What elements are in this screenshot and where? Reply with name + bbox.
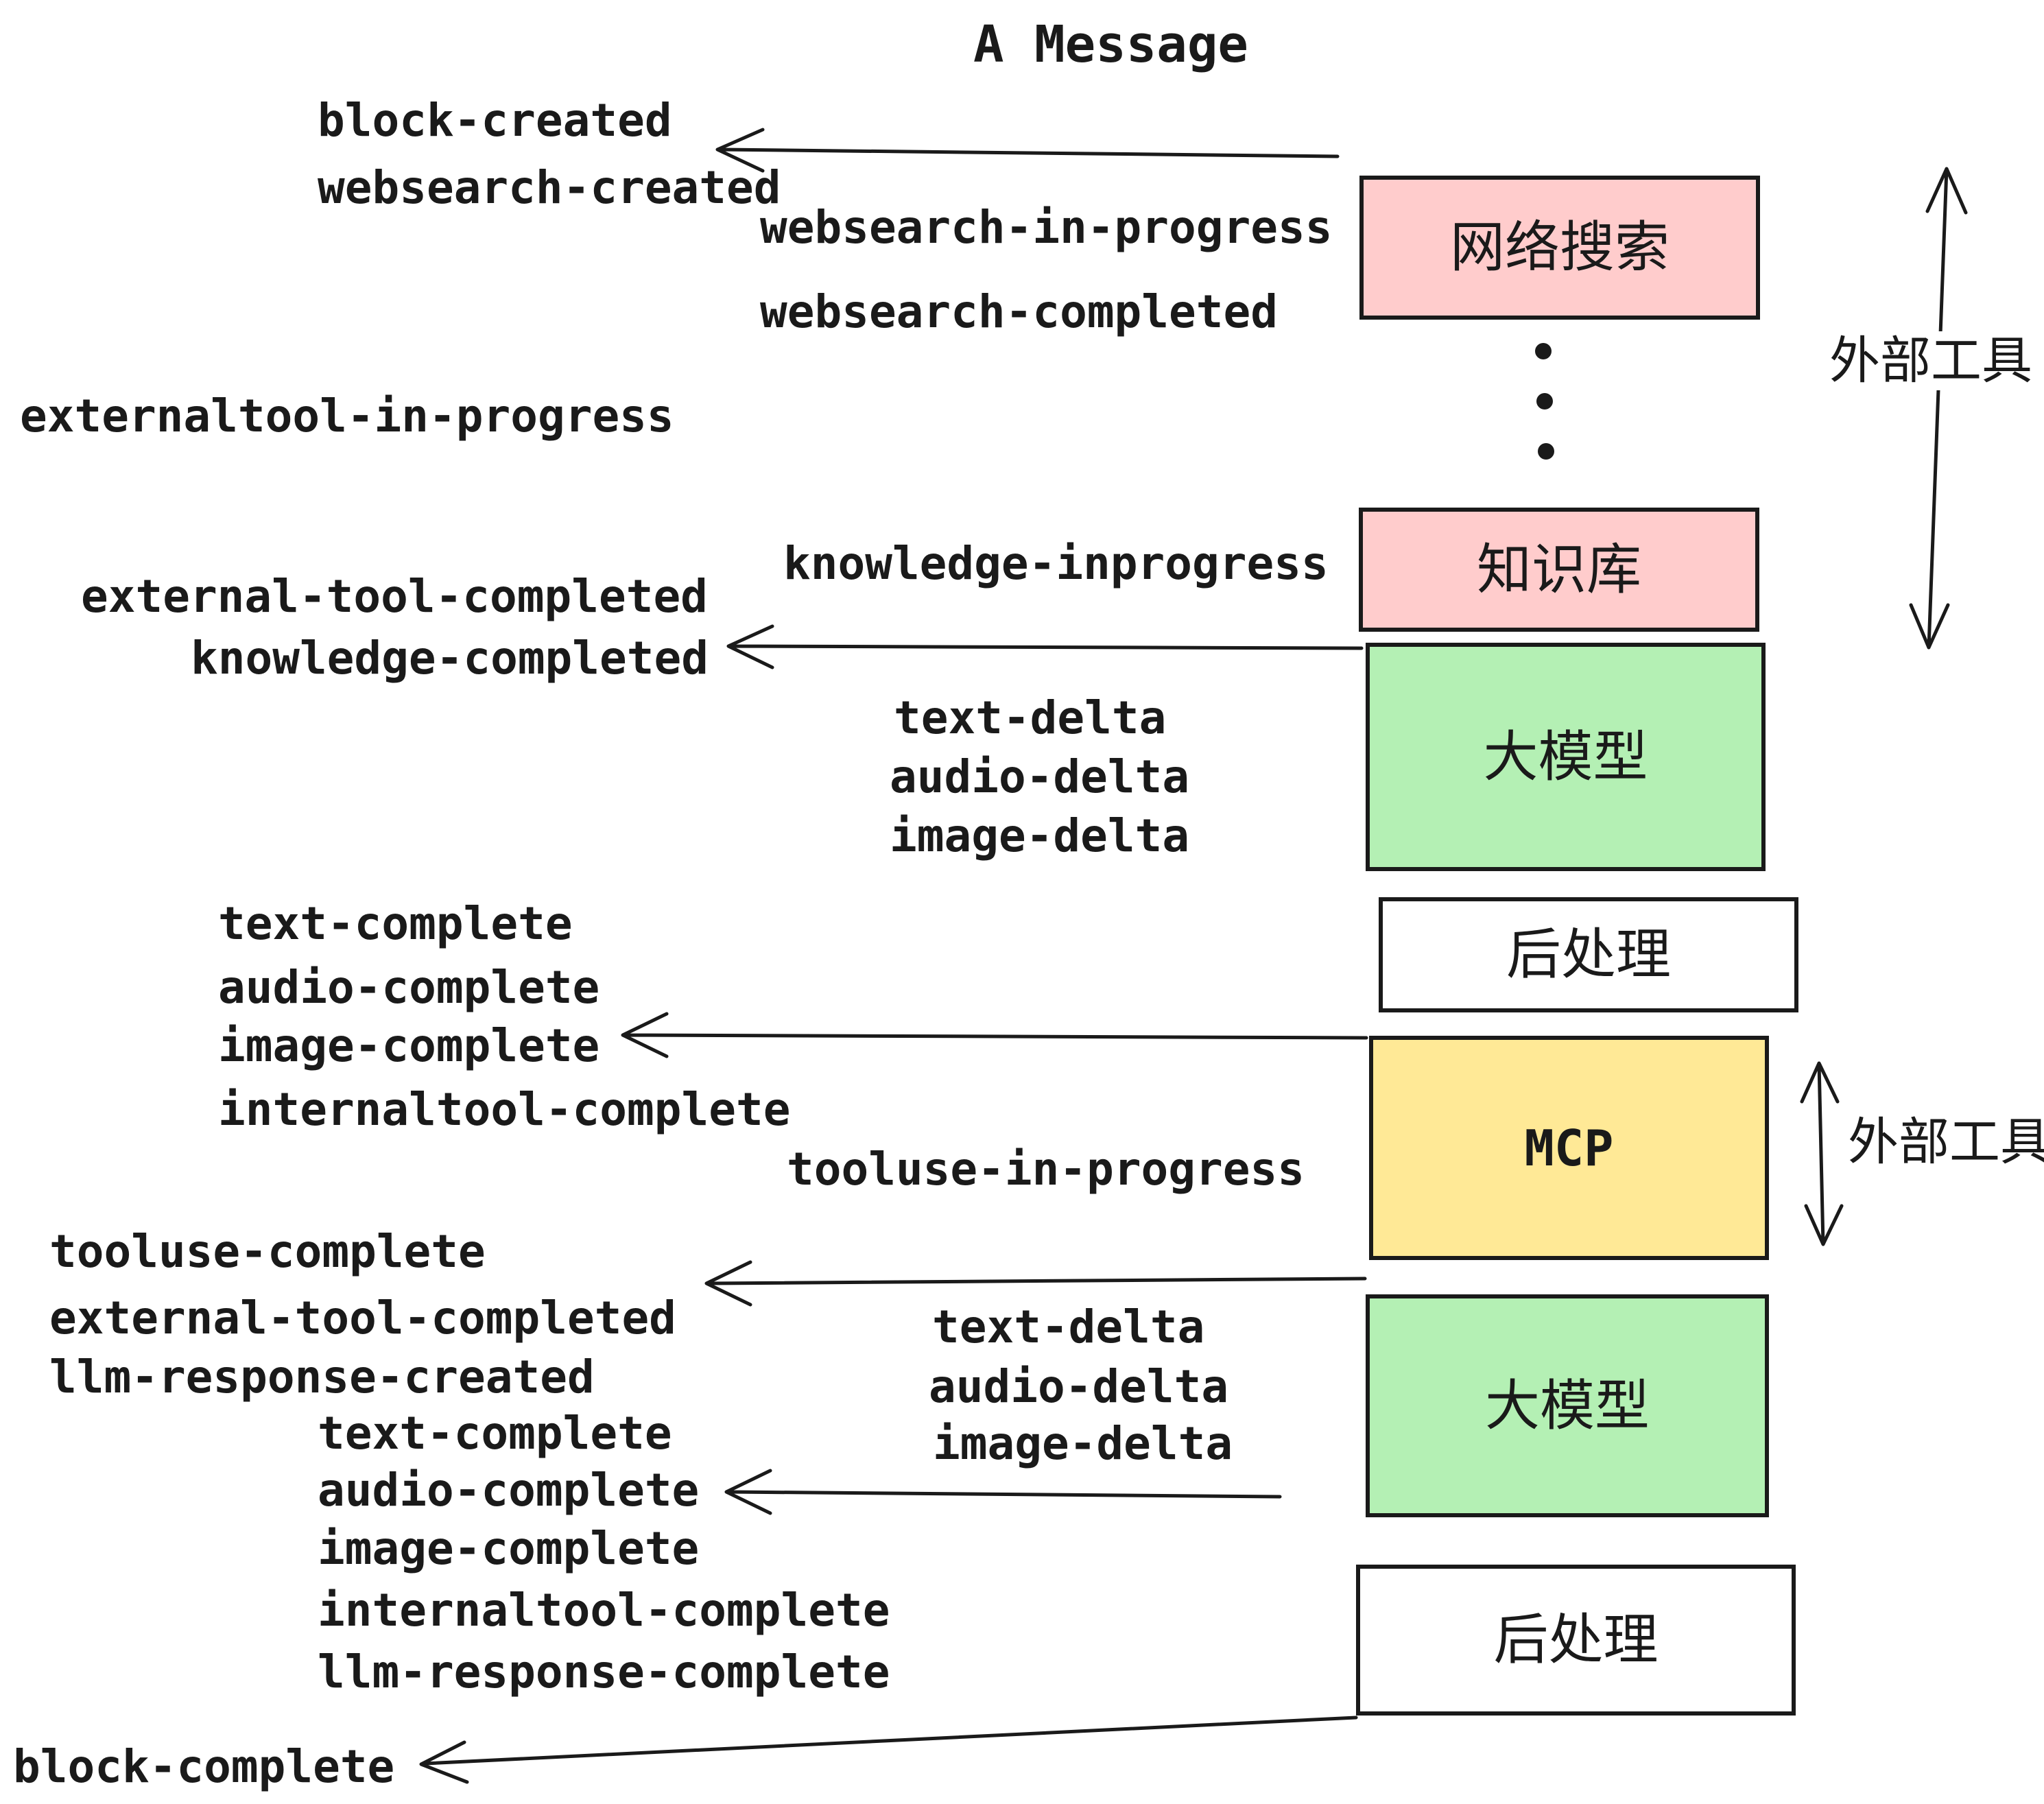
event-tooluse-in-progress: tooluse-in-progress [787, 1143, 1305, 1196]
event-knowledge-completed: knowledge-completed [191, 632, 709, 685]
event-text-complete-2: text-complete [318, 1407, 672, 1460]
arrow-to-block-complete [419, 1716, 1358, 1784]
box-knowledge-label: 知识库 [1477, 538, 1641, 600]
box-postprocess-2: 后处理 [1356, 1565, 1796, 1716]
event-text-complete-1: text-complete [218, 897, 573, 950]
box-llm-2-label: 大模型 [1485, 1375, 1650, 1436]
diagram-title: A Message [973, 15, 1248, 74]
arrow-to-knowledge-completed [726, 624, 1364, 669]
external-tools-span-arrow-bottom [1800, 1061, 1844, 1246]
event-block-complete: block-complete [13, 1740, 395, 1793]
event-externaltool-in-progress: externaltool-in-progress [20, 390, 674, 442]
event-tooluse-complete: tooluse-complete [49, 1225, 486, 1278]
box-postprocess-1-label: 后处理 [1506, 924, 1671, 985]
box-llm-1-label: 大模型 [1483, 726, 1648, 787]
arrow-to-audio-complete [724, 1469, 1282, 1515]
event-audio-complete-1: audio-complete [218, 961, 600, 1014]
box-mcp: MCP [1369, 1036, 1769, 1260]
box-postprocess-1: 后处理 [1379, 897, 1798, 1012]
event-external-tool-completed-2: external-tool-completed [49, 1292, 676, 1344]
external-tools-label-top: 外部工具 [1827, 331, 2035, 390]
box-websearch-label: 网络搜索 [1450, 217, 1669, 278]
event-websearch-completed: websearch-completed [760, 285, 1278, 338]
event-websearch-created: websearch-created [318, 161, 781, 214]
event-llm-response-complete: llm-response-complete [318, 1646, 890, 1698]
arrow-to-image-complete [621, 1012, 1368, 1058]
event-internaltool-complete-2: internaltool-complete [318, 1584, 890, 1637]
event-external-tool-completed-1: external-tool-completed [81, 570, 708, 623]
box-postprocess-2-label: 后处理 [1493, 1609, 1659, 1670]
event-text-delta-2: text-delta [932, 1301, 1205, 1353]
arrow-to-websearch-created [715, 128, 1340, 173]
event-internaltool-complete-1: internaltool-complete [218, 1083, 791, 1136]
event-llm-response-created: llm-response-created [49, 1351, 595, 1403]
event-text-delta-1: text-delta [894, 691, 1167, 744]
external-tools-span-arrow-top [1909, 167, 1968, 650]
ellipsis-dots [1535, 343, 1554, 460]
box-llm-2: 大模型 [1366, 1294, 1769, 1517]
event-audio-complete-2: audio-complete [318, 1464, 700, 1517]
box-mcp-label: MCP [1524, 1119, 1614, 1177]
event-knowledge-inprogress: knowledge-inprogress [783, 537, 1329, 590]
event-image-delta-2: image-delta [933, 1417, 1233, 1470]
arrow-to-external-tool-completed [704, 1260, 1367, 1307]
box-knowledge: 知识库 [1359, 508, 1759, 632]
event-websearch-in-progress: websearch-in-progress [760, 201, 1333, 254]
event-image-complete-2: image-complete [318, 1522, 700, 1575]
box-websearch: 网络搜索 [1359, 176, 1760, 320]
event-block-created: block-created [318, 94, 672, 147]
event-image-delta-1: image-delta [890, 809, 1190, 862]
external-tools-label-bottom: 外部工具 [1845, 1113, 2044, 1172]
event-audio-delta-2: audio-delta [929, 1360, 1229, 1413]
box-llm-1: 大模型 [1366, 643, 1766, 871]
event-audio-delta-1: audio-delta [890, 750, 1190, 803]
event-image-complete-1: image-complete [218, 1019, 600, 1072]
